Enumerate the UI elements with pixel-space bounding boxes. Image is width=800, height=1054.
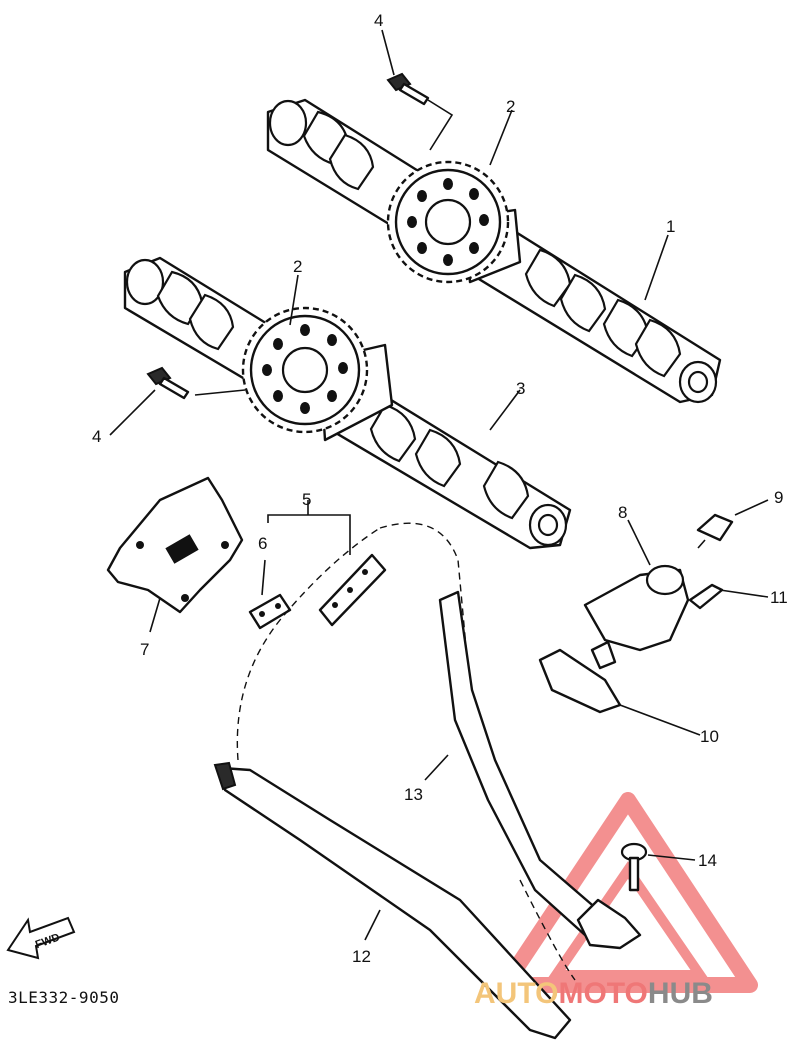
diagram-code: 3LE332-9050 [8, 988, 120, 1007]
callout-8: 8 [618, 503, 627, 522]
callout-1: 1 [666, 217, 675, 236]
chain-path [236, 522, 576, 981]
cam-sprocket-upper [386, 160, 510, 284]
chain-joint-link [248, 593, 292, 630]
cam-chain-tensioner [583, 564, 690, 670]
callout-11: 11 [770, 588, 788, 607]
guide-bolt [620, 842, 648, 892]
watermark-part3: HUB [648, 977, 713, 1010]
callout-13: 13 [404, 785, 423, 804]
tensioner-bolt [688, 583, 724, 610]
cam-sprocket-lower [241, 306, 369, 434]
callout-4-lower: 4 [92, 427, 101, 446]
callout-7: 7 [140, 640, 149, 659]
callout-6: 6 [258, 534, 267, 553]
sprocket-bolt-lower [146, 366, 190, 400]
callout-5: 5 [302, 490, 311, 509]
callout-3: 3 [516, 379, 525, 398]
callout-4-upper: 4 [374, 11, 383, 30]
chain-guide-top [106, 476, 244, 614]
cam-chain-segment [318, 553, 387, 627]
watermark-part1: AUTO [474, 977, 558, 1010]
watermark-logo-text: AUTOMOTOHUB [474, 977, 713, 1010]
svg-text:AUTOMOTOHUB: AUTOMOTOHUB [474, 977, 713, 1010]
callout-10: 10 [700, 727, 719, 746]
fwd-direction-arrow: FWD [6, 916, 76, 960]
callout-labels: 1 2 2 3 4 4 5 6 7 8 9 10 11 12 13 14 [92, 11, 788, 966]
callout-9: 9 [774, 488, 783, 507]
callout-12: 12 [352, 947, 371, 966]
leader-lines [109, 29, 769, 941]
callout-14: 14 [698, 851, 717, 870]
chain-tensioner-guide [438, 590, 642, 950]
callout-2-lower: 2 [293, 257, 302, 276]
watermark-part2: MOTO [558, 977, 647, 1010]
sprocket-bolt-upper [386, 72, 430, 106]
tensioner-cap-bolt [696, 513, 734, 542]
callout-2-upper: 2 [506, 97, 515, 116]
chain-guide-long [213, 761, 572, 1040]
